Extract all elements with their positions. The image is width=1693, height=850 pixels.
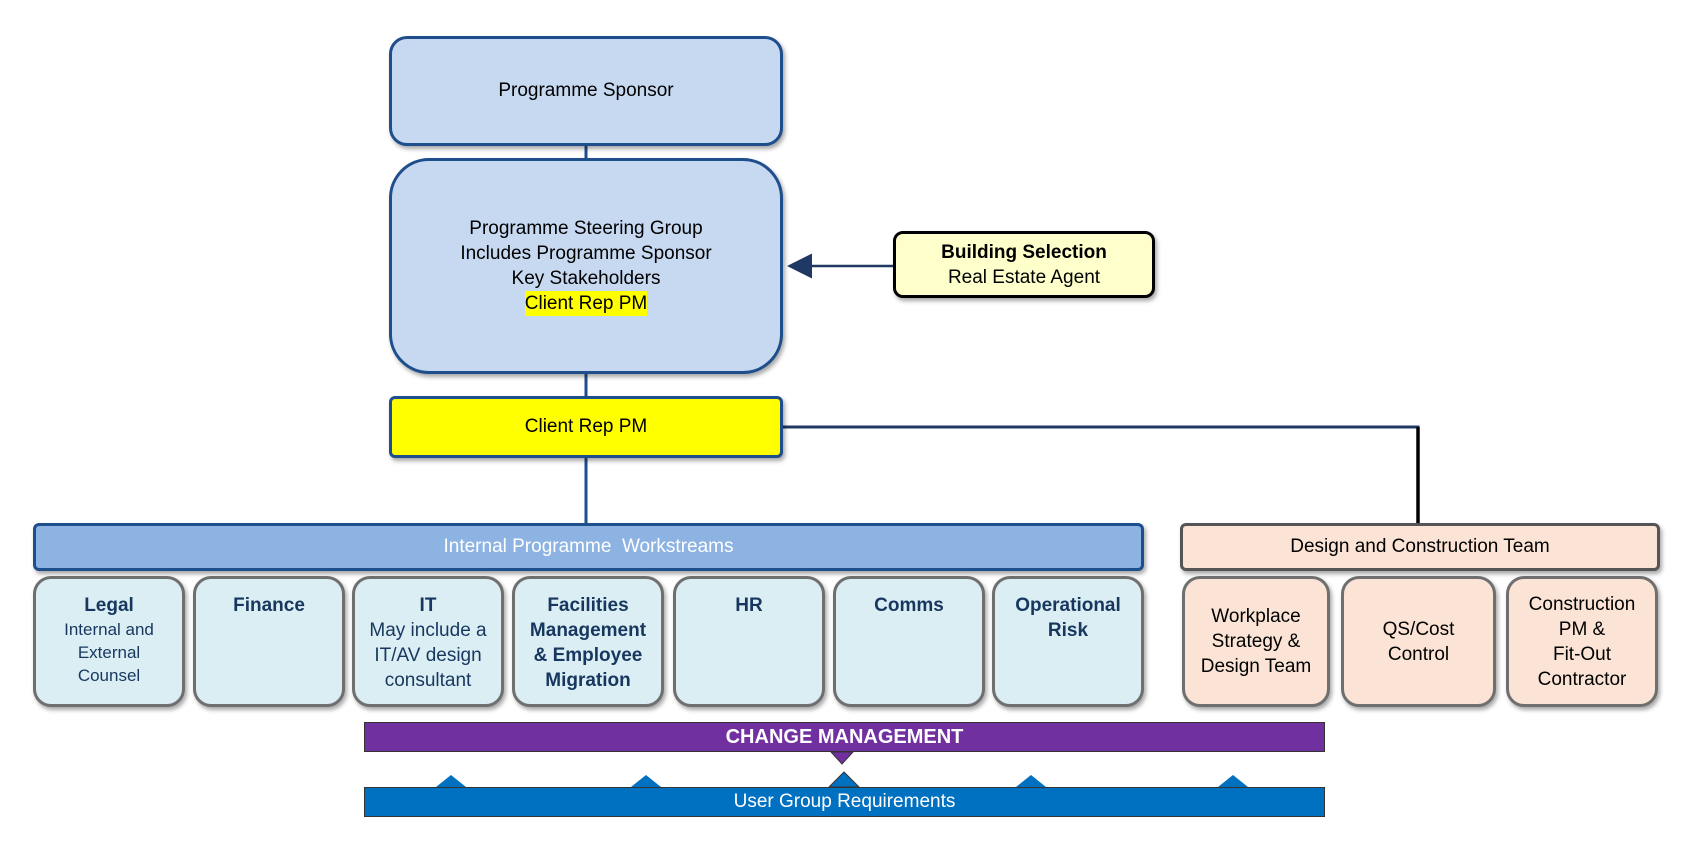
- workstream-operational-risk: Operational Risk: [992, 576, 1144, 707]
- dc-workplace-strategy: Workplace Strategy & Design Team: [1182, 576, 1330, 707]
- up-arrow-icon: [436, 775, 466, 787]
- internal-workstreams-header: Internal Programme Workstreams: [33, 523, 1144, 571]
- dc-line: Construction: [1528, 593, 1636, 615]
- up-arrow-icon: [1016, 775, 1046, 787]
- building-selection-title: Building Selection: [941, 241, 1107, 263]
- workstream-hr: HR: [673, 576, 825, 707]
- dc-line: PM &: [1558, 618, 1606, 640]
- workstream-title-line: Facilities: [547, 595, 629, 616]
- workstream-title-line: Risk: [1047, 620, 1089, 641]
- steering-line-2: Includes Programme Sponsor: [460, 243, 712, 264]
- workstream-sub: consultant: [384, 670, 472, 691]
- dc-line: Control: [1387, 643, 1450, 665]
- workstream-legal: Legal Internal and External Counsel: [33, 576, 185, 707]
- workstream-title-line: Management: [529, 620, 647, 641]
- dc-qs-cost-control: QS/Cost Control: [1341, 576, 1496, 707]
- workstream-title: IT: [419, 595, 437, 616]
- programme-sponsor-box: Programme Sponsor: [389, 36, 783, 146]
- workstream-sub: IT/AV design: [374, 645, 482, 666]
- dc-line: Design Team: [1200, 656, 1312, 677]
- programme-steering-group-box: Programme Steering Group Includes Progra…: [389, 158, 783, 374]
- workstream-title-line: Migration: [545, 670, 631, 691]
- workstream-sub: External: [77, 643, 141, 662]
- steering-line-3: Key Stakeholders: [511, 268, 661, 289]
- dc-line: QS/Cost: [1382, 618, 1455, 640]
- workstream-comms: Comms: [833, 576, 985, 707]
- internal-workstreams-label: Internal Programme Workstreams: [443, 536, 734, 557]
- user-group-requirements-label: User Group Requirements: [733, 791, 956, 812]
- up-arrow-icon: [1218, 775, 1248, 787]
- up-arrow-icon: [827, 771, 861, 788]
- user-group-requirements-bar: User Group Requirements: [364, 787, 1325, 817]
- building-selection-box: Building Selection Real Estate Agent: [893, 231, 1155, 298]
- steering-line-1: Programme Steering Group: [469, 218, 703, 239]
- workstream-facilities: Facilities Management & Employee Migrati…: [512, 576, 664, 707]
- change-management-label: CHANGE MANAGEMENT: [725, 725, 964, 748]
- design-construction-header: Design and Construction Team: [1180, 523, 1660, 571]
- change-management-bar: CHANGE MANAGEMENT: [364, 722, 1325, 752]
- building-selection-subtitle: Real Estate Agent: [947, 266, 1101, 288]
- dc-line: Contractor: [1537, 668, 1627, 690]
- workstream-title: Comms: [874, 595, 944, 616]
- workstream-it: IT May include a IT/AV design consultant: [352, 576, 504, 707]
- steering-line-4-highlight: Client Rep PM: [524, 291, 648, 316]
- down-arrow-icon: [829, 751, 855, 765]
- workstream-title: HR: [735, 595, 763, 616]
- workstream-title: Legal: [84, 595, 134, 616]
- dc-construction-pm: Construction PM & Fit-Out Contractor: [1506, 576, 1658, 707]
- workstream-title-line: Operational: [1015, 595, 1121, 616]
- up-arrow-icon: [631, 775, 661, 787]
- dc-line: Workplace: [1211, 606, 1301, 627]
- dc-line: Fit-Out: [1552, 643, 1612, 665]
- client-rep-pm-box: Client Rep PM: [389, 396, 783, 458]
- programme-sponsor-label: Programme Sponsor: [498, 80, 674, 101]
- design-construction-label: Design and Construction Team: [1290, 536, 1550, 557]
- workstream-sub: Internal and: [64, 620, 154, 639]
- workstream-finance: Finance: [193, 576, 345, 707]
- workstream-title: Finance: [233, 595, 305, 616]
- client-rep-pm-label: Client Rep PM: [524, 416, 648, 437]
- workstream-title-line: & Employee: [533, 645, 643, 666]
- workstream-sub: May include a: [369, 620, 487, 641]
- workstream-sub: Counsel: [77, 666, 141, 685]
- dc-line: Strategy &: [1211, 631, 1301, 652]
